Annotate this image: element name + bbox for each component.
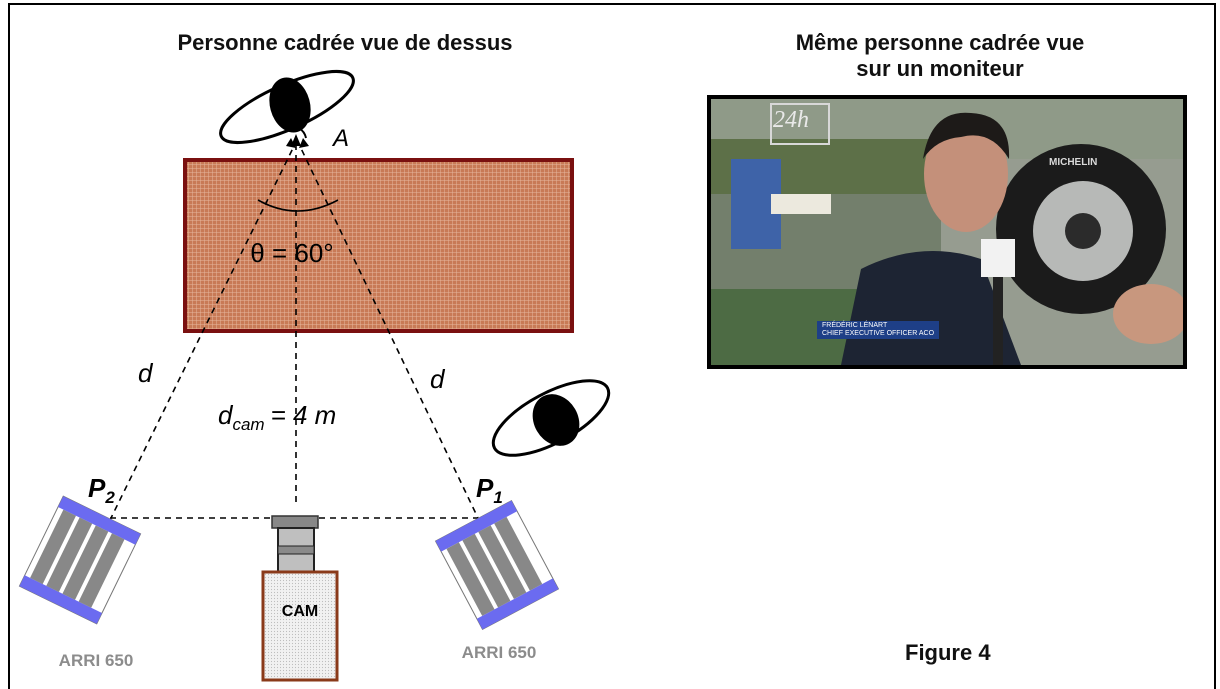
distance-right-label: d xyxy=(430,364,446,394)
p2-label: P2 xyxy=(88,473,115,507)
figure-frame xyxy=(8,3,1216,689)
left-panel-title: Personne cadrée vue de dessus xyxy=(177,30,513,55)
angle-label: θ = 60° xyxy=(250,238,333,268)
arri-left-label: ARRI 650 xyxy=(59,651,134,670)
p2-sub: 2 xyxy=(104,488,115,507)
person-top-view-icon xyxy=(219,69,355,145)
monitor-image xyxy=(711,99,1183,365)
monitor-frame: 24h MICHELIN FRÉDÉRIC LÉNART CHIEF EXECU… xyxy=(707,95,1187,369)
p1-main: P xyxy=(476,473,494,503)
arri-right-label: ARRI 650 xyxy=(462,643,537,662)
p1-sub: 1 xyxy=(493,488,502,507)
caption-name: FRÉDÉRIC LÉNART xyxy=(822,322,888,329)
p2-main: P xyxy=(88,473,106,503)
right-title-line1: Même personne cadrée vue xyxy=(795,30,1085,55)
distance-left-label: d xyxy=(138,358,154,388)
arri-light-left-icon xyxy=(18,495,142,625)
dcam-main: d xyxy=(218,400,234,430)
caption-role: CHIEF EXECUTIVE OFFICER ACO xyxy=(822,330,935,337)
arrowhead-right xyxy=(299,138,309,148)
point-a-label: A xyxy=(331,125,349,152)
person-near-p1-icon xyxy=(491,379,611,457)
right-panel-title: Même personne cadrée vue sur un moniteur xyxy=(700,30,1180,82)
angle-arc xyxy=(257,199,339,212)
arri-light-right-icon xyxy=(434,499,560,631)
lower-third-caption: FRÉDÉRIC LÉNART CHIEF EXECUTIVE OFFICER … xyxy=(817,321,940,339)
camera-icon xyxy=(261,515,339,682)
tyre-brand: MICHELIN xyxy=(1049,157,1098,168)
p1-label: P1 xyxy=(476,473,503,507)
dcam-sub: cam xyxy=(232,415,264,434)
framed-area xyxy=(183,158,574,333)
dcam-value: = 4 m xyxy=(271,400,337,430)
camera-distance-label: dcam = 4 m xyxy=(218,400,336,434)
camera-label: CAM xyxy=(282,603,318,620)
monitor-logo: 24h xyxy=(773,107,809,133)
right-title-line2: sur un moniteur xyxy=(856,56,1024,81)
arrowhead-center xyxy=(291,134,301,146)
figure-caption: Figure 4 xyxy=(905,640,991,665)
